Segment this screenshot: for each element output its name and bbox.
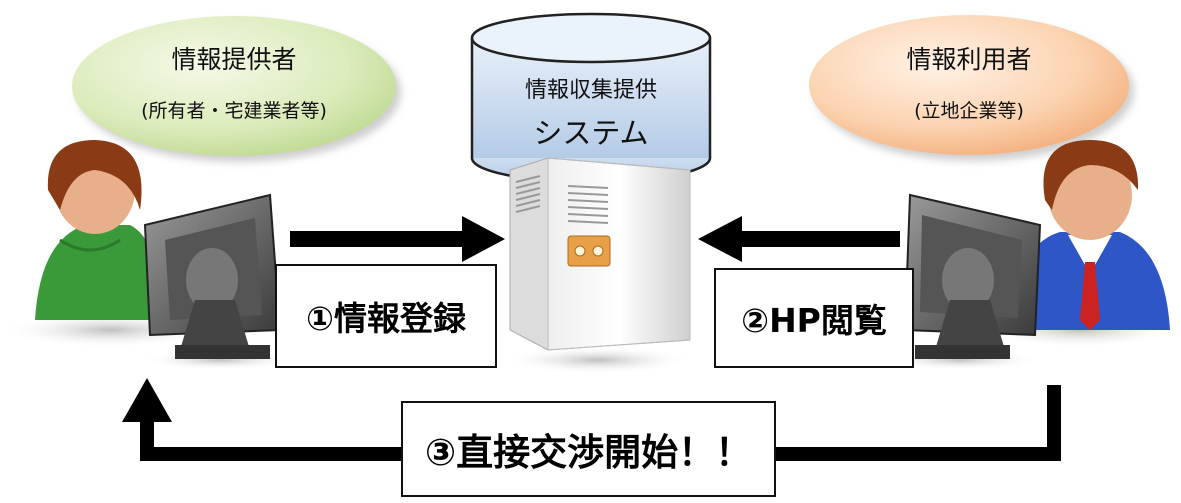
step-browse-box: ②HP閲覧 — [714, 268, 914, 368]
provider-title: 情報提供者 — [171, 45, 297, 74]
system-label-line2: システム — [533, 116, 649, 150]
arrow-register — [290, 216, 505, 262]
provider-bubble — [72, 16, 396, 156]
person-user-icon — [980, 140, 1180, 348]
monitor-icon-right — [880, 193, 1042, 370]
user-title: 情報利用者 — [906, 45, 1032, 74]
system-label-line1: 情報収集提供 — [524, 78, 657, 103]
arrow-browse — [698, 216, 900, 262]
user-bubble — [809, 15, 1129, 155]
provider-subtitle: (所有者・宅建業者等) — [141, 100, 327, 122]
server-icon — [503, 157, 693, 374]
user-subtitle: (立地企業等) — [914, 100, 1024, 122]
step-register-box: ①情報登録 — [275, 264, 497, 368]
step-negotiate-box: ③直接交渉開始！！ — [401, 401, 776, 497]
